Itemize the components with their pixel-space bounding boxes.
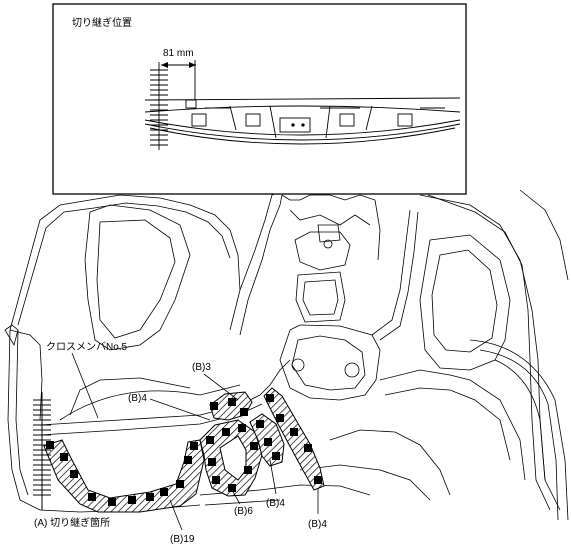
weld-point	[244, 466, 252, 474]
inset-dimension-label: 81 mm	[163, 48, 194, 59]
dimension-line	[161, 60, 196, 100]
leader-lines	[71, 352, 319, 531]
weld-point	[60, 453, 68, 461]
weld-point	[256, 420, 264, 428]
weld-point	[266, 394, 274, 402]
weld-point	[70, 470, 78, 478]
weld-point	[250, 442, 258, 450]
weld-point	[128, 496, 136, 504]
leader-b6	[231, 489, 241, 505]
weld-point	[276, 414, 284, 422]
label-b6: (B)6	[234, 506, 253, 517]
label-b3: (B)3	[192, 362, 211, 373]
weld-point	[228, 398, 236, 406]
leader-cross-member	[71, 352, 99, 419]
weld-point	[184, 456, 192, 464]
weld-region-b19	[43, 439, 205, 513]
labels: クロスメンバNo.5 (B)3 (B)4 (B)4 (B)4 (B)6 (B)1…	[34, 341, 327, 545]
label-b4-lower: (B)4	[266, 498, 285, 509]
weld-point	[212, 476, 220, 484]
label-b4-right: (B)4	[308, 519, 327, 530]
weld-point	[304, 444, 312, 452]
label-b19: (B)19	[170, 534, 195, 545]
label-b4-upper: (B)4	[128, 393, 147, 404]
weld-point	[208, 458, 216, 466]
inset-cross-member-profile	[144, 97, 461, 145]
weld-point	[240, 408, 248, 416]
weld-point	[206, 436, 214, 444]
weld-point	[222, 428, 230, 436]
leader-b4-upper	[149, 398, 211, 421]
weld-point	[264, 438, 272, 446]
weld-regions	[43, 387, 325, 513]
weld-point	[290, 428, 298, 436]
weld-point	[108, 498, 116, 506]
leader-b3	[203, 373, 239, 401]
inset-title: 切り継ぎ位置	[72, 16, 132, 29]
inset-panel: 切り継ぎ位置 81 mm	[52, 3, 467, 195]
cut-location-marker	[33, 392, 51, 510]
weld-point	[314, 476, 322, 484]
weld-point	[88, 493, 96, 501]
weld-point	[228, 484, 236, 492]
weld-point	[238, 424, 246, 432]
label-cross-member: クロスメンバNo.5	[46, 341, 128, 353]
weld-point	[272, 452, 280, 460]
weld-point	[146, 493, 154, 501]
body-structure	[4, 189, 569, 521]
weld-point	[176, 480, 184, 488]
leader-b4-lower	[269, 459, 277, 495]
label-cut-location: (A) 切り継ぎ箇所	[34, 516, 110, 529]
leader-b19	[169, 499, 183, 531]
weld-point	[190, 442, 198, 450]
weld-point	[160, 488, 168, 496]
weld-point	[210, 402, 218, 410]
